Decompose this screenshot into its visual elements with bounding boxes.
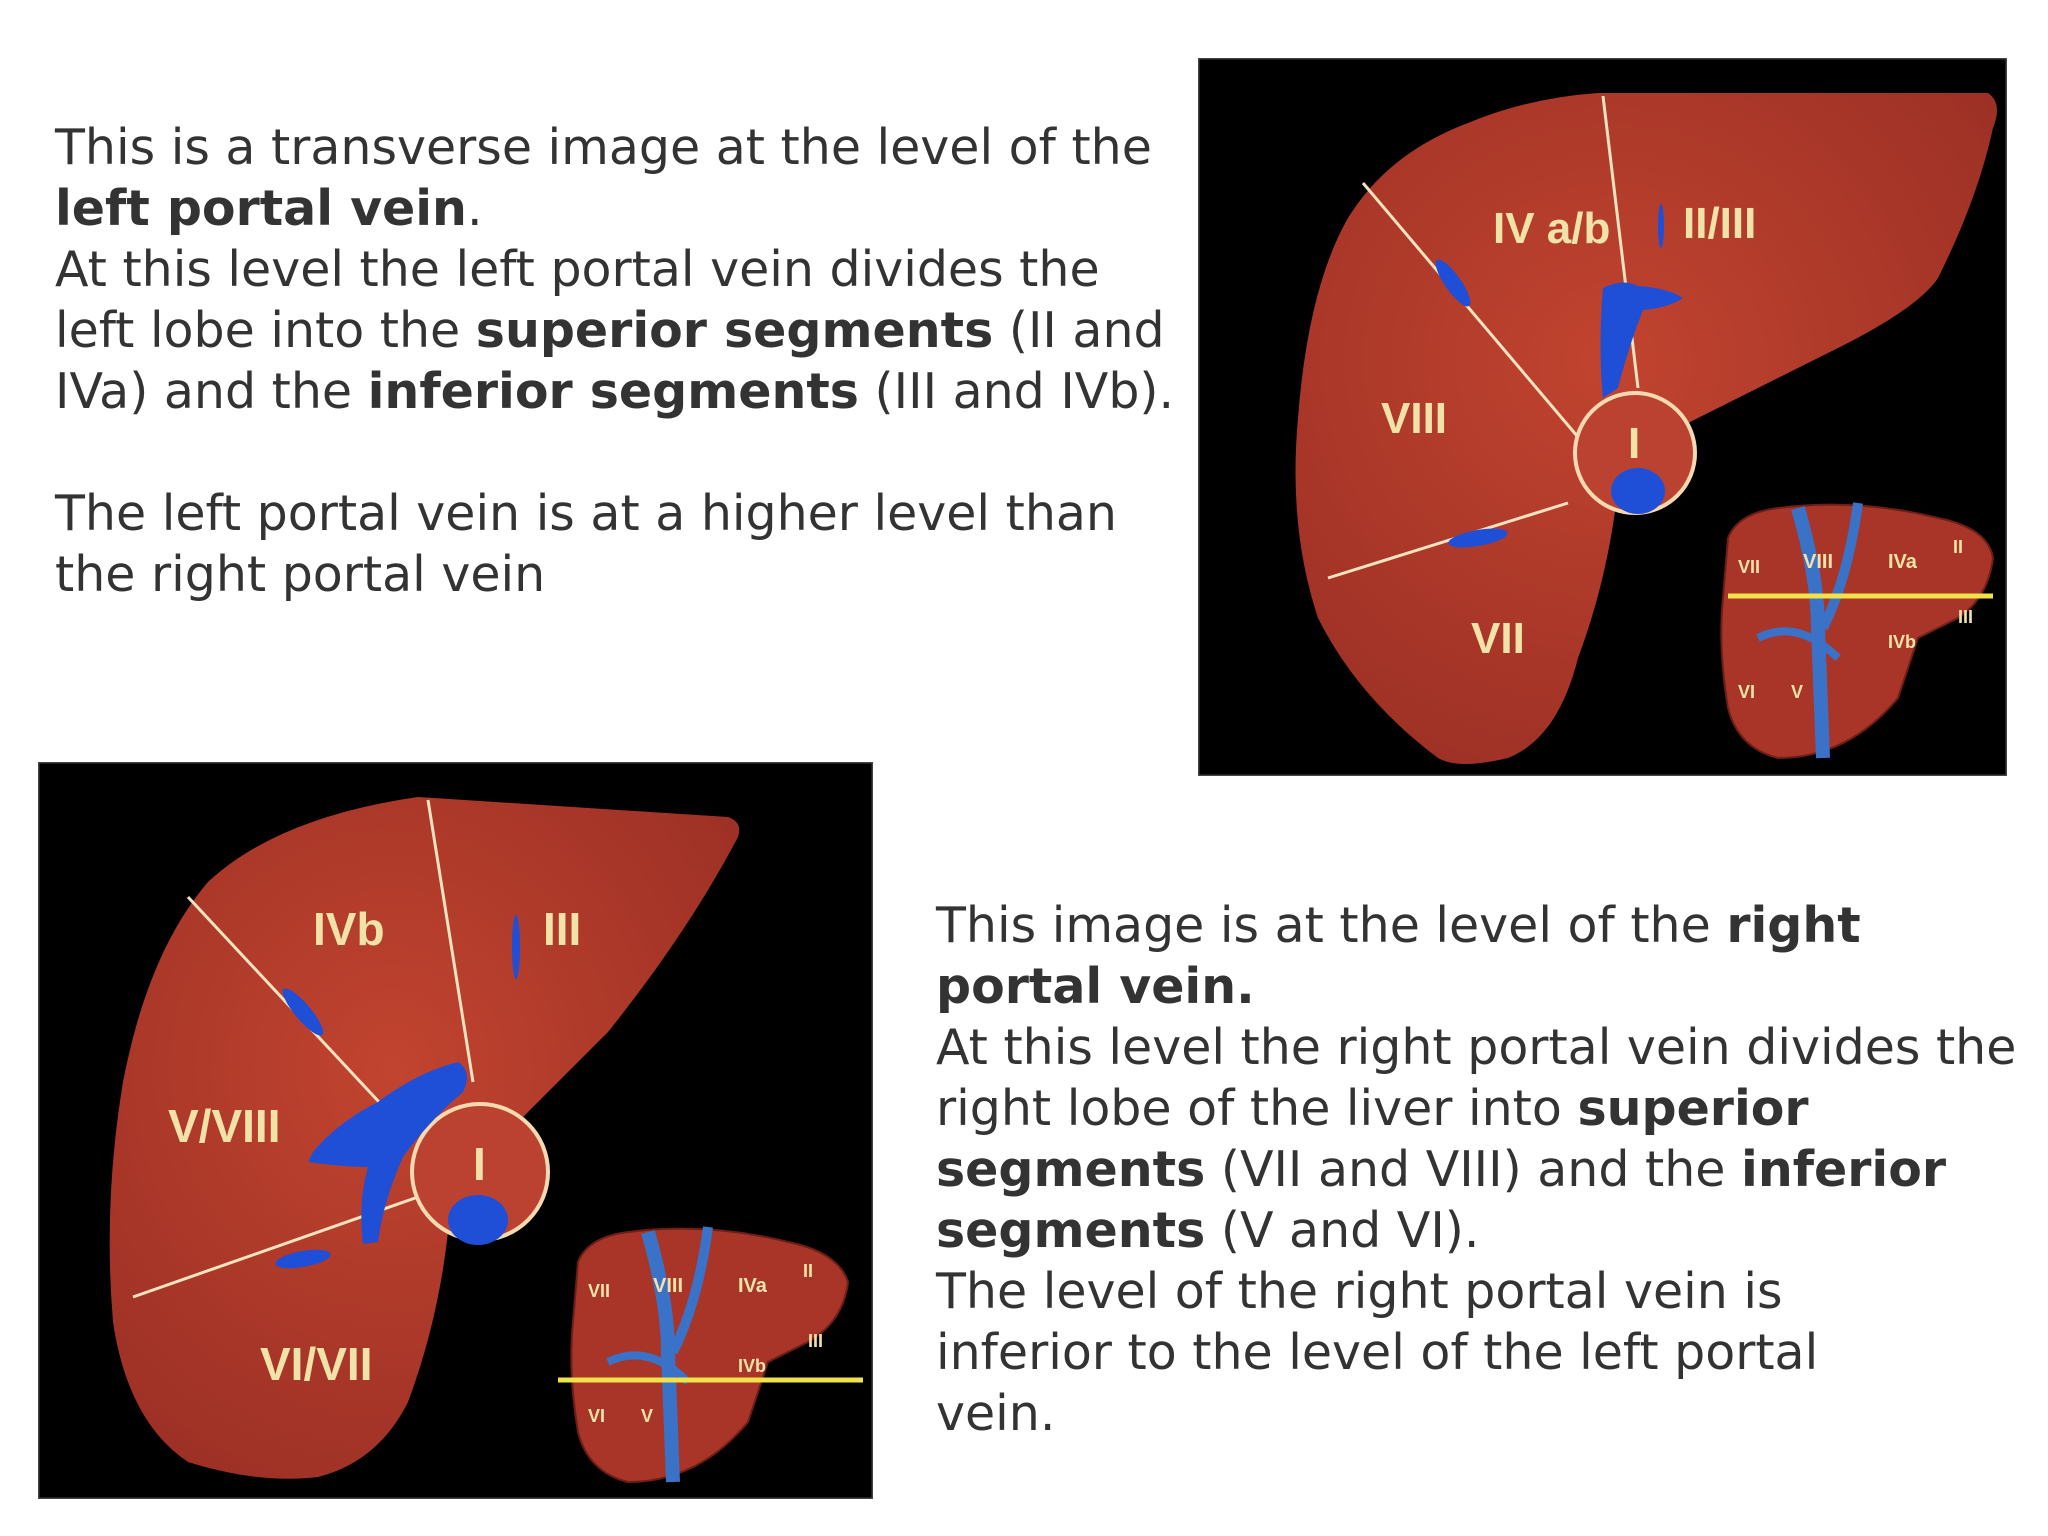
- label-seg-viii: VIII: [1381, 394, 1447, 443]
- svg-text:III: III: [1958, 607, 1973, 627]
- svg-text:IVb: IVb: [1888, 632, 1916, 652]
- label-seg-ii-iii: II/III: [1683, 199, 1756, 248]
- label-seg-iva-b: IV a/b: [1493, 204, 1610, 253]
- vein-branch: [1435, 259, 1471, 307]
- svg-text:II: II: [803, 1261, 813, 1281]
- svg-text:VI: VI: [588, 1406, 605, 1426]
- bottom-paragraph-3: The level of the right portal vein is in…: [936, 1263, 1819, 1442]
- svg-text:IVb: IVb: [738, 1356, 766, 1376]
- right-portal-vein: [308, 1062, 467, 1244]
- label-seg-i: I: [1628, 419, 1640, 468]
- left-portal-vein: [1600, 282, 1683, 398]
- svg-text:VII: VII: [1738, 557, 1760, 577]
- vein-branch: [282, 988, 324, 1036]
- top-description: This is a transverse image at the level …: [55, 117, 1205, 605]
- orientation-inset: VII VIII IVa II III IVb VI V: [1720, 502, 1995, 760]
- top-paragraph-2: At this level the left portal vein divid…: [55, 241, 1175, 420]
- bottom-paragraph-1: This image is at the level of the right …: [936, 897, 1861, 1015]
- label-seg-v-viii: V/VIII: [168, 1100, 280, 1152]
- vein-branch: [512, 915, 520, 979]
- label-seg-iii: III: [543, 903, 581, 955]
- svg-text:VI: VI: [1738, 682, 1755, 702]
- ivc: [448, 1195, 508, 1245]
- top-paragraph-3: The left portal vein is at a higher leve…: [55, 485, 1117, 603]
- label-seg-ivb: IVb: [313, 903, 385, 955]
- svg-text:III: III: [808, 1331, 823, 1351]
- right-portal-vein-diagram: IVb III V/VIII I VI/VII VII VIII IVa II …: [38, 762, 873, 1499]
- svg-text:V: V: [1791, 682, 1803, 702]
- label-seg-i: I: [473, 1138, 486, 1190]
- vein-branch: [1448, 528, 1508, 548]
- svg-text:VIII: VIII: [1803, 551, 1833, 573]
- vein-branch: [1658, 204, 1664, 248]
- left-portal-vein-diagram: IV a/b II/III VIII I VII VII VIII IVa II…: [1198, 58, 2007, 776]
- bottom-description: This image is at the level of the right …: [936, 895, 2036, 1444]
- orientation-inset: VII VIII IVa II III IVb VI V: [558, 1226, 863, 1484]
- bottom-paragraph-2: At this level the right portal vein divi…: [936, 1019, 2017, 1259]
- svg-text:II: II: [1953, 537, 1963, 557]
- label-seg-vii: VII: [1471, 614, 1525, 663]
- vein-branch: [275, 1249, 331, 1269]
- svg-text:IVa: IVa: [738, 1275, 768, 1297]
- svg-text:V: V: [641, 1406, 653, 1426]
- svg-text:IVa: IVa: [1888, 551, 1918, 573]
- svg-text:VII: VII: [588, 1281, 610, 1301]
- ivc: [1611, 468, 1665, 514]
- svg-text:VIII: VIII: [653, 1275, 683, 1297]
- top-paragraph-1: This is a transverse image at the level …: [55, 119, 1152, 237]
- label-seg-vi-vii: VI/VII: [260, 1338, 372, 1390]
